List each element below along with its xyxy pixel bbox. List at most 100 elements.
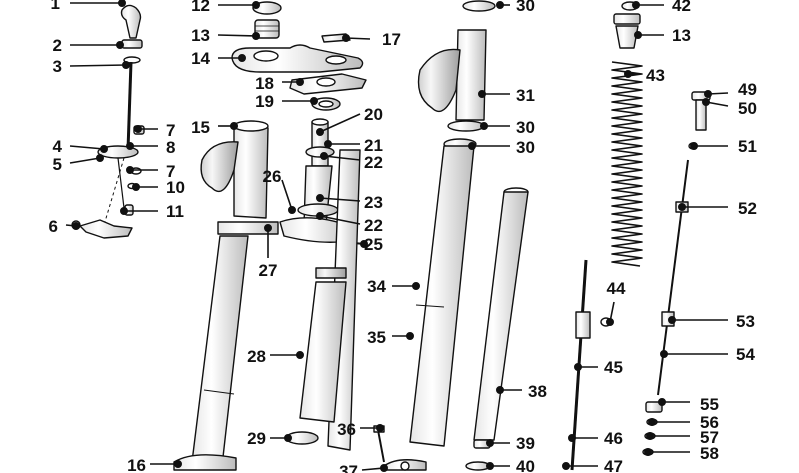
callout-leader-line (319, 113, 361, 133)
callout-dot (645, 431, 654, 440)
callout-dot (405, 331, 414, 340)
callout-number: 6 (49, 217, 58, 236)
callout-dot (252, 0, 261, 10)
callout-43: 43 (623, 66, 665, 85)
callout-dot (295, 350, 304, 359)
callout-56: 56 (647, 413, 719, 432)
callout-dot (477, 90, 486, 99)
callout-8: 8 (126, 138, 175, 157)
callout-number: 26 (263, 167, 282, 186)
callout-number: 30 (516, 118, 535, 137)
callout-dot (677, 203, 686, 212)
callout-dot (485, 461, 494, 470)
callout-22: 22 (319, 152, 383, 172)
callout-dot (701, 98, 710, 107)
callout-13: 13 (191, 26, 261, 45)
callout-20: 20 (315, 105, 383, 137)
callout-58: 58 (643, 444, 719, 463)
callout-dot (283, 433, 292, 442)
callout-19: 19 (255, 92, 318, 111)
callout-39: 39 (485, 434, 535, 453)
callout-dot (341, 33, 350, 42)
callout-52: 52 (677, 199, 757, 218)
callout-dot (379, 463, 388, 472)
callout-number: 25 (364, 235, 383, 254)
callout-47: 47 (561, 457, 623, 473)
callout-number: 28 (247, 347, 266, 366)
callout-number: 20 (364, 105, 383, 124)
callout-46: 46 (567, 429, 623, 448)
callout-23: 23 (315, 193, 383, 212)
callout-number: 51 (738, 137, 757, 156)
callout-dot (573, 362, 582, 371)
callout-dot (623, 70, 632, 79)
callout-number: 22 (364, 216, 383, 235)
callout-dot (295, 78, 304, 87)
callout-22: 22 (315, 212, 383, 235)
callout-dot (647, 417, 656, 426)
callout-6: 6 (49, 217, 81, 236)
callout-dot (287, 206, 296, 215)
callout-14: 14 (191, 49, 247, 68)
callout-number: 40 (516, 457, 535, 473)
callout-30: 30 (479, 118, 535, 137)
callout-number: 52 (738, 199, 757, 218)
callout-number: 46 (604, 429, 623, 448)
callout-number: 56 (700, 413, 719, 432)
callout-25: 25 (359, 235, 383, 254)
callout-10: 10 (132, 178, 185, 197)
spacer-washers (289, 73, 367, 111)
callout-17: 17 (341, 30, 401, 49)
callout-12: 12 (191, 0, 261, 15)
callout-number: 37 (339, 462, 358, 473)
callout-4: 4 (53, 137, 109, 156)
callout-dot (605, 317, 614, 326)
callout-number: 13 (191, 26, 210, 45)
callout-dot (230, 122, 239, 131)
callout-37: 37 (339, 462, 388, 473)
callout-dot (126, 166, 135, 175)
callout-number: 1 (51, 0, 60, 13)
callout-number: 4 (53, 137, 63, 156)
callout-dot (116, 40, 125, 49)
callout-34: 34 (367, 277, 420, 296)
callout-7: 7 (126, 162, 175, 181)
inner-tube-38 (473, 187, 529, 441)
callout-leader-line (319, 215, 361, 225)
callout-leader-line (69, 157, 101, 164)
callout-36: 36 (337, 420, 384, 439)
callout-dot (633, 30, 642, 39)
callout-dot (485, 438, 494, 447)
callout-leader-line (345, 37, 371, 40)
callout-dot (495, 0, 504, 10)
callout-number: 7 (166, 162, 175, 181)
callout-number: 34 (367, 277, 386, 296)
callout-number: 45 (604, 358, 623, 377)
callout-dot (319, 152, 328, 161)
callout-leader-line (69, 64, 127, 67)
callout-number: 2 (53, 36, 62, 55)
callout-dot (263, 224, 272, 233)
callout-2: 2 (53, 36, 125, 55)
left-fork-leg (173, 120, 279, 471)
callout-number: 42 (672, 0, 691, 15)
callout-number: 17 (382, 30, 401, 49)
callout-dot (315, 128, 324, 137)
callout-dot (323, 140, 332, 149)
lower-yoke-and-slider (279, 118, 365, 451)
callout-40: 40 (485, 457, 535, 473)
callout-number: 7 (166, 121, 175, 140)
callout-number: 38 (528, 382, 547, 401)
callout-dot (126, 142, 135, 151)
callout-dot (479, 122, 488, 131)
callout-number: 36 (337, 420, 356, 439)
callout-number: 29 (247, 429, 266, 448)
callout-dot (667, 315, 676, 324)
callout-number: 23 (364, 193, 383, 212)
callout-number: 57 (700, 428, 719, 447)
callout-dot (174, 459, 183, 468)
callout-29: 29 (247, 429, 292, 448)
callout-dot (375, 423, 384, 432)
